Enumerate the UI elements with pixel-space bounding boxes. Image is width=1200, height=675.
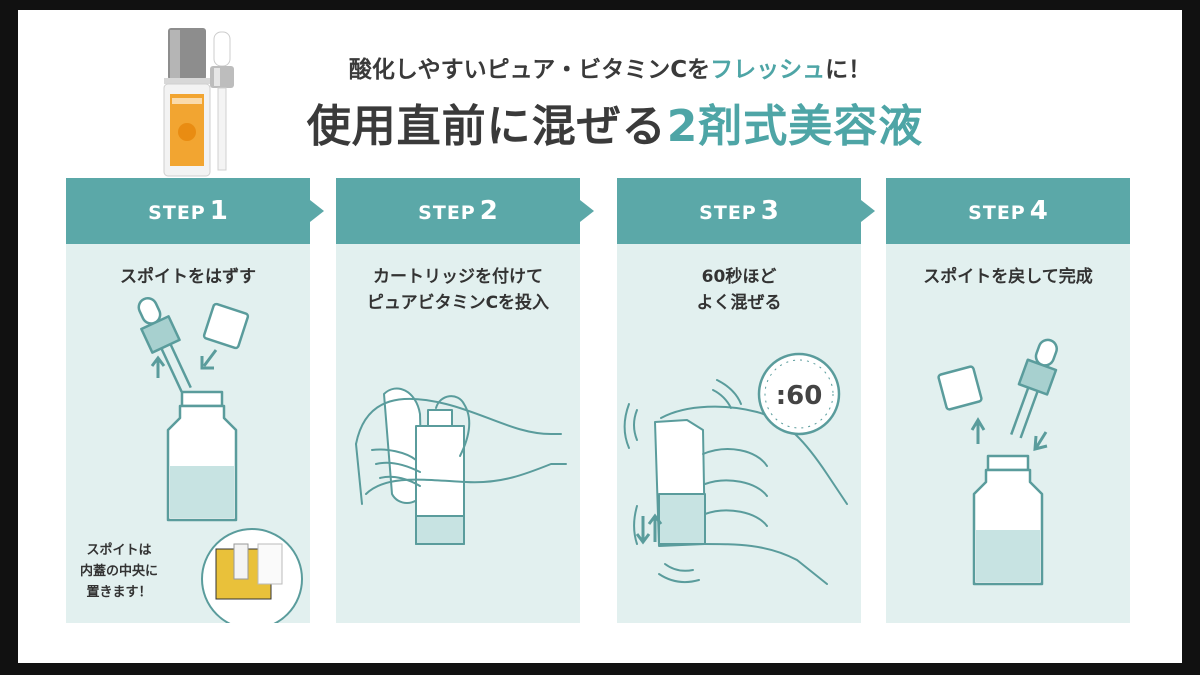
step-2-body: カートリッジを付けて ピュアビタミンCを投入 [336,244,580,623]
subtitle-text-1: 酸化しやすいピュア・ビタミンCを [348,57,711,83]
step-word: STEP [148,202,206,224]
shake-bottle-illustration: :60 [623,352,848,585]
remove-dropper-illustration [137,297,303,623]
step-1-text: スポイトをはずす [66,264,310,290]
step-4-text: スポイトを戻して完成 [886,264,1130,290]
step-1-line1: スポイトをはずす [120,267,256,287]
step-arrow [861,200,875,222]
step-1-body: スポイトをはずす [66,244,310,623]
step-word: STEP [699,202,757,224]
subtitle: 酸化しやすいピュア・ビタミンCをフレッシュに！ [18,50,1182,84]
step-number: 1 [209,196,228,226]
step-3-body: 60秒ほど よく混ぜる [617,244,861,623]
step-2-text: カートリッジを付けて ピュアビタミンCを投入 [336,264,580,316]
step-2-line2: ピュアビタミンCを投入 [366,293,550,313]
subtitle-highlight: フレッシュ [710,57,826,83]
subtitle-text-2: に！ [825,57,872,83]
step-arrow [580,200,594,222]
step-number: 4 [1029,196,1048,226]
slide: 酸化しやすいピュア・ビタミンCをフレッシュに！ 使用直前に混ぜる2剤式美容液 S… [18,10,1182,663]
timer-label: :60 [776,381,823,411]
step-4-line1: スポイトを戻して完成 [923,267,1093,287]
step-2-line1: カートリッジを付けて [373,267,543,287]
step-3-text: 60秒ほど よく混ぜる [617,264,861,316]
step-word: STEP [968,202,1026,224]
note-line1: スポイトは [86,543,152,558]
step-3-line2: よく混ぜる [696,293,782,313]
dropper-note: スポイトは 内蓋の中央に 置きます！ [80,540,158,603]
step-number: 2 [479,196,498,226]
step-4-body: スポイトを戻して完成 [886,244,1130,623]
insert-cartridge-illustration [355,387,567,545]
step-word: STEP [418,202,476,224]
page-title: 使用直前に混ぜる2剤式美容液 [18,90,1182,154]
note-line2: 内蓋の中央に [80,564,159,579]
title-highlight: 2剤式美容液 [666,101,924,152]
title-text: 使用直前に混ぜる [306,101,667,152]
step-number: 3 [760,196,779,226]
step-arrow [310,200,324,222]
product-bottle-image [163,28,234,177]
note-line3: 置きます！ [86,585,152,600]
return-dropper-illustration [937,338,1058,586]
step-3-line1: 60秒ほど [701,267,777,287]
